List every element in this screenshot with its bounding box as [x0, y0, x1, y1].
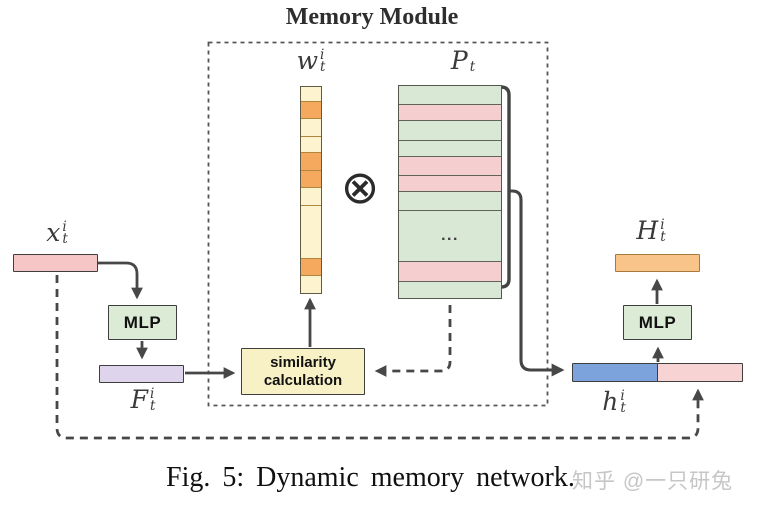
- feature-label-sub: t: [149, 397, 156, 414]
- weight-vector: [300, 86, 322, 294]
- hidden-label-base: h: [602, 387, 619, 416]
- memory-matrix-label-base: P: [450, 46, 468, 75]
- memory-row: ...: [399, 210, 501, 261]
- output-mlp-box: MLP: [623, 305, 692, 340]
- hidden-label-sub: t: [620, 399, 626, 416]
- dashed-arrow-matrix-to-similarity: [374, 291, 452, 377]
- matrix-bracket: [494, 85, 511, 289]
- weight-cell: [301, 170, 321, 187]
- weight-cell: [301, 258, 321, 275]
- weight-cell: [301, 136, 321, 152]
- memory-matrix-label-sub: t: [469, 58, 476, 75]
- memory-matrix: ...: [398, 85, 502, 299]
- hidden-state-read-box: [572, 363, 658, 382]
- memory-row: [399, 281, 501, 298]
- memory-row: [399, 86, 501, 104]
- weight-cell: [301, 87, 321, 101]
- input-label-base: x: [46, 218, 61, 247]
- memory-row: [399, 175, 501, 191]
- memory-matrix-label: P t: [451, 48, 475, 73]
- weight-vector-label-base: w: [296, 46, 318, 75]
- memory-row: [399, 104, 501, 120]
- similarity-box-line2: calculation: [263, 371, 343, 389]
- arrow-input-to-mlp: [98, 261, 143, 300]
- memory-row: [399, 261, 501, 281]
- memory-row: [399, 191, 501, 210]
- memory-row: [399, 156, 501, 175]
- similarity-calculation-box: similarity calculation: [241, 348, 365, 395]
- memory-row: [399, 140, 501, 156]
- feature-vector-box: [99, 365, 184, 383]
- weight-vector-label-sub: t: [319, 58, 326, 75]
- weight-cell: [301, 275, 321, 293]
- dashed-arrow-input-skip-connection: [55, 275, 704, 440]
- memory-module-border: [207, 41, 549, 407]
- weight-cell: [301, 152, 321, 170]
- feature-label-sup: i: [149, 385, 155, 402]
- output-label-sup: i: [660, 216, 665, 233]
- similarity-box-line1: similarity: [270, 353, 336, 371]
- memory-module-title: Memory Module: [285, 4, 459, 30]
- otimes-operator: ⊗: [340, 160, 380, 214]
- output-label-base: H: [636, 216, 659, 245]
- hidden-label-sup: i: [620, 387, 625, 404]
- feature-label-base: F: [130, 385, 148, 414]
- weight-cell: [301, 118, 321, 136]
- weight-cell: [301, 205, 321, 258]
- weight-cell: [301, 187, 321, 205]
- memory-row: [399, 120, 501, 140]
- hidden-state-input-box: [657, 363, 743, 382]
- input-vector-box: [13, 254, 98, 272]
- watermark: 知乎 @一只研兔: [572, 470, 734, 493]
- input-label-sub: t: [62, 230, 68, 247]
- output-vector-box: [615, 254, 700, 272]
- figure-caption: Fig. 5: Dynamic memory network.: [166, 462, 575, 493]
- input-mlp-box: MLP: [108, 305, 177, 340]
- arrow-bracket-to-hidden: [509, 189, 565, 377]
- weight-vector-label-sup: i: [319, 46, 325, 63]
- weight-cell: [301, 101, 321, 118]
- output-label-sub: t: [660, 228, 666, 245]
- input-label-sup: i: [62, 218, 67, 235]
